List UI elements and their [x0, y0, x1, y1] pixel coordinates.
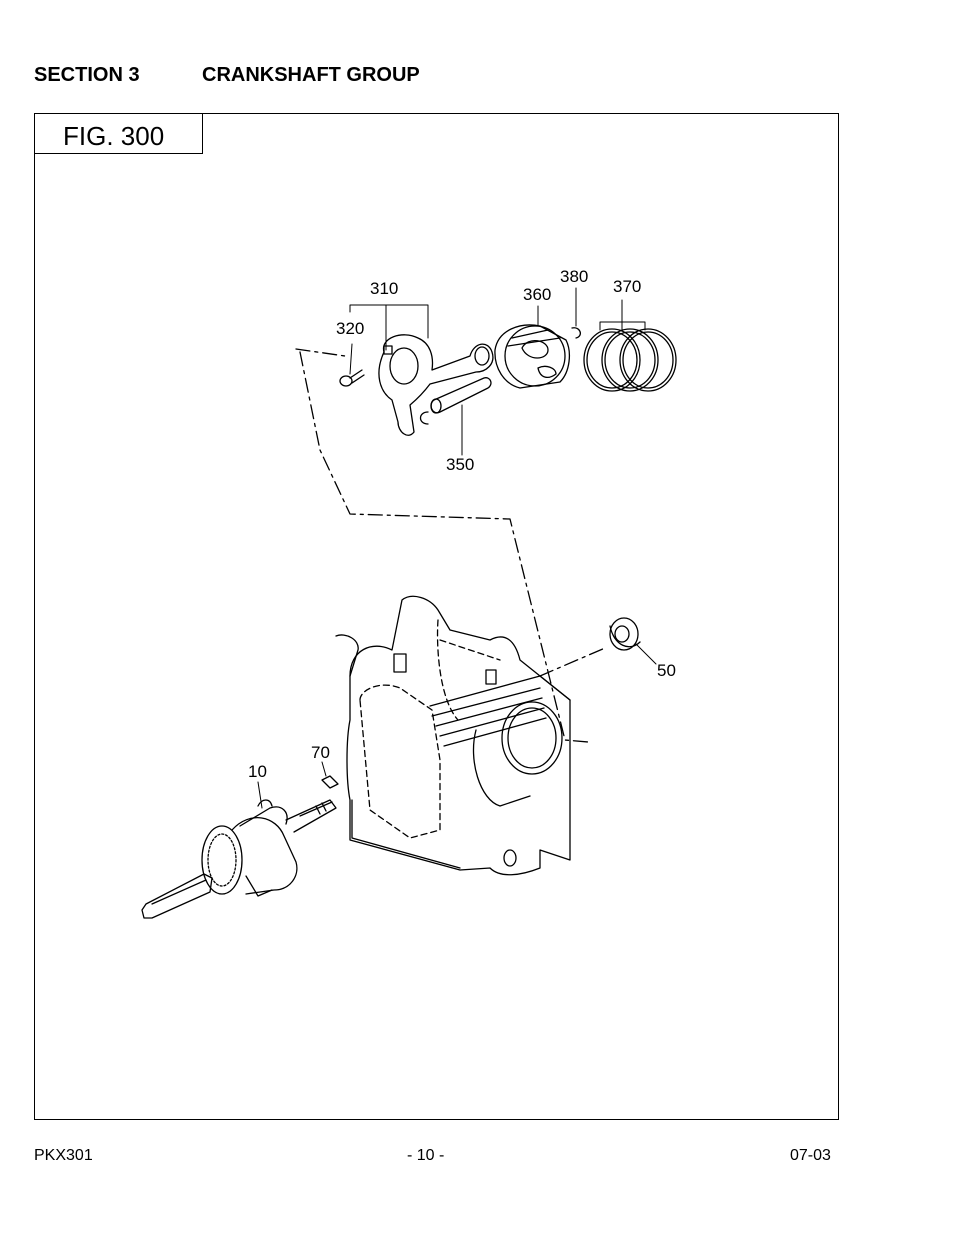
- callout-leader-50: [635, 643, 657, 665]
- callout-310: 310: [370, 279, 398, 298]
- callout-320: 320: [336, 319, 364, 338]
- connecting-rod: [378, 334, 494, 436]
- pin-clip-left: [419, 411, 429, 425]
- callout-360: 360: [523, 285, 551, 304]
- piston-pin: [430, 377, 492, 414]
- footer-page-number: - 10 -: [407, 1147, 445, 1164]
- callout-leader-70: [321, 761, 327, 777]
- footer-date-code: 07-03: [790, 1147, 831, 1164]
- callout-10: 10: [248, 762, 267, 781]
- callout-leader-10: [257, 781, 263, 809]
- footer-doc-code: PKX301: [34, 1147, 93, 1164]
- rod-bolt: [339, 369, 365, 387]
- callout-leaders-upper: [349, 287, 646, 456]
- callout-380: 380: [560, 267, 588, 286]
- crankshaft: [141, 799, 337, 919]
- crankcase-block: [335, 595, 571, 876]
- figure-label-box: FIG. 300: [35, 114, 203, 154]
- figure-frame: FIG. 300: [34, 113, 839, 1120]
- section-number: SECTION 3: [34, 64, 140, 86]
- callout-370: 370: [613, 277, 641, 296]
- piston-rings: [583, 328, 677, 392]
- callout-50: 50: [657, 661, 676, 680]
- callout-350: 350: [446, 455, 474, 474]
- callout-70: 70: [311, 743, 330, 762]
- pin-clip: [571, 327, 581, 339]
- woodruff-key: [321, 775, 339, 789]
- assembly-guide-lines: [295, 348, 606, 743]
- piston: [494, 324, 571, 389]
- oil-seal: [609, 617, 641, 651]
- section-title: CRANKSHAFT GROUP: [202, 64, 420, 86]
- figure-label: FIG. 300: [63, 121, 165, 151]
